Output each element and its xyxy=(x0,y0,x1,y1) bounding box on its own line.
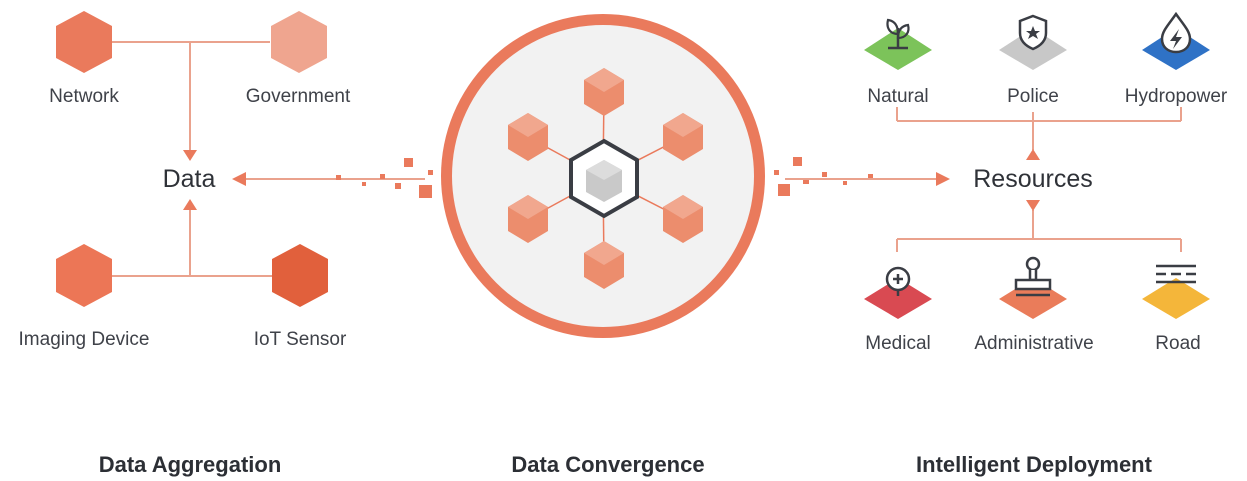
data-aggregation-title: Data Aggregation xyxy=(98,452,282,477)
data-particles-right xyxy=(774,157,873,196)
natural-label: Natural xyxy=(867,86,929,107)
core-cube-icon xyxy=(569,138,639,219)
iot-sensor-hexagon-icon xyxy=(272,244,328,307)
data-hub-label: Data xyxy=(162,165,216,193)
administrative-stamp-icon xyxy=(999,256,1067,319)
administrative-label: Administrative xyxy=(974,333,1094,354)
road-label: Road xyxy=(1155,333,1201,354)
arrow-up-from-data xyxy=(183,199,197,210)
police-badge-icon xyxy=(999,14,1067,70)
satellite-cubes xyxy=(508,68,703,289)
natural-sprout-icon xyxy=(864,18,932,70)
resources-hub-label: Resources xyxy=(973,165,1093,193)
hydropower-water-drop-icon xyxy=(1142,11,1210,70)
arrow-up-to-resources xyxy=(1026,149,1040,160)
arrow-down-to-data xyxy=(183,150,197,161)
hydropower-label: Hydropower xyxy=(1124,86,1228,107)
police-label: Police xyxy=(1007,86,1059,107)
cube-upper-left xyxy=(508,113,548,161)
imaging-device-hexagon-icon xyxy=(56,244,112,307)
data-particles-left xyxy=(336,158,433,198)
government-label: Government xyxy=(245,86,351,107)
deployment-connectors xyxy=(785,107,1182,252)
network-hexagon-icon xyxy=(56,11,112,73)
network-label: Network xyxy=(49,86,119,107)
arrow-right-to-resources xyxy=(936,172,950,186)
cube-bottom xyxy=(584,241,624,289)
medical-label: Medical xyxy=(865,333,931,354)
medical-cross-icon xyxy=(864,266,932,319)
aggregation-connectors xyxy=(112,41,425,277)
iot-sensor-label: IoT Sensor xyxy=(253,329,347,350)
road-icon xyxy=(1142,264,1210,319)
imaging-device-label: Imaging Device xyxy=(18,329,150,350)
arrow-left-to-data xyxy=(232,172,246,186)
cube-lower-left xyxy=(508,195,548,243)
cube-upper-right xyxy=(663,113,703,161)
data-convergence-title: Data Convergence xyxy=(511,452,705,477)
intelligent-deployment-title: Intelligent Deployment xyxy=(916,452,1152,477)
cube-lower-right xyxy=(663,195,703,243)
arrow-down-from-resources xyxy=(1026,200,1040,211)
cube-top xyxy=(584,68,624,116)
government-hexagon-icon xyxy=(271,11,327,73)
